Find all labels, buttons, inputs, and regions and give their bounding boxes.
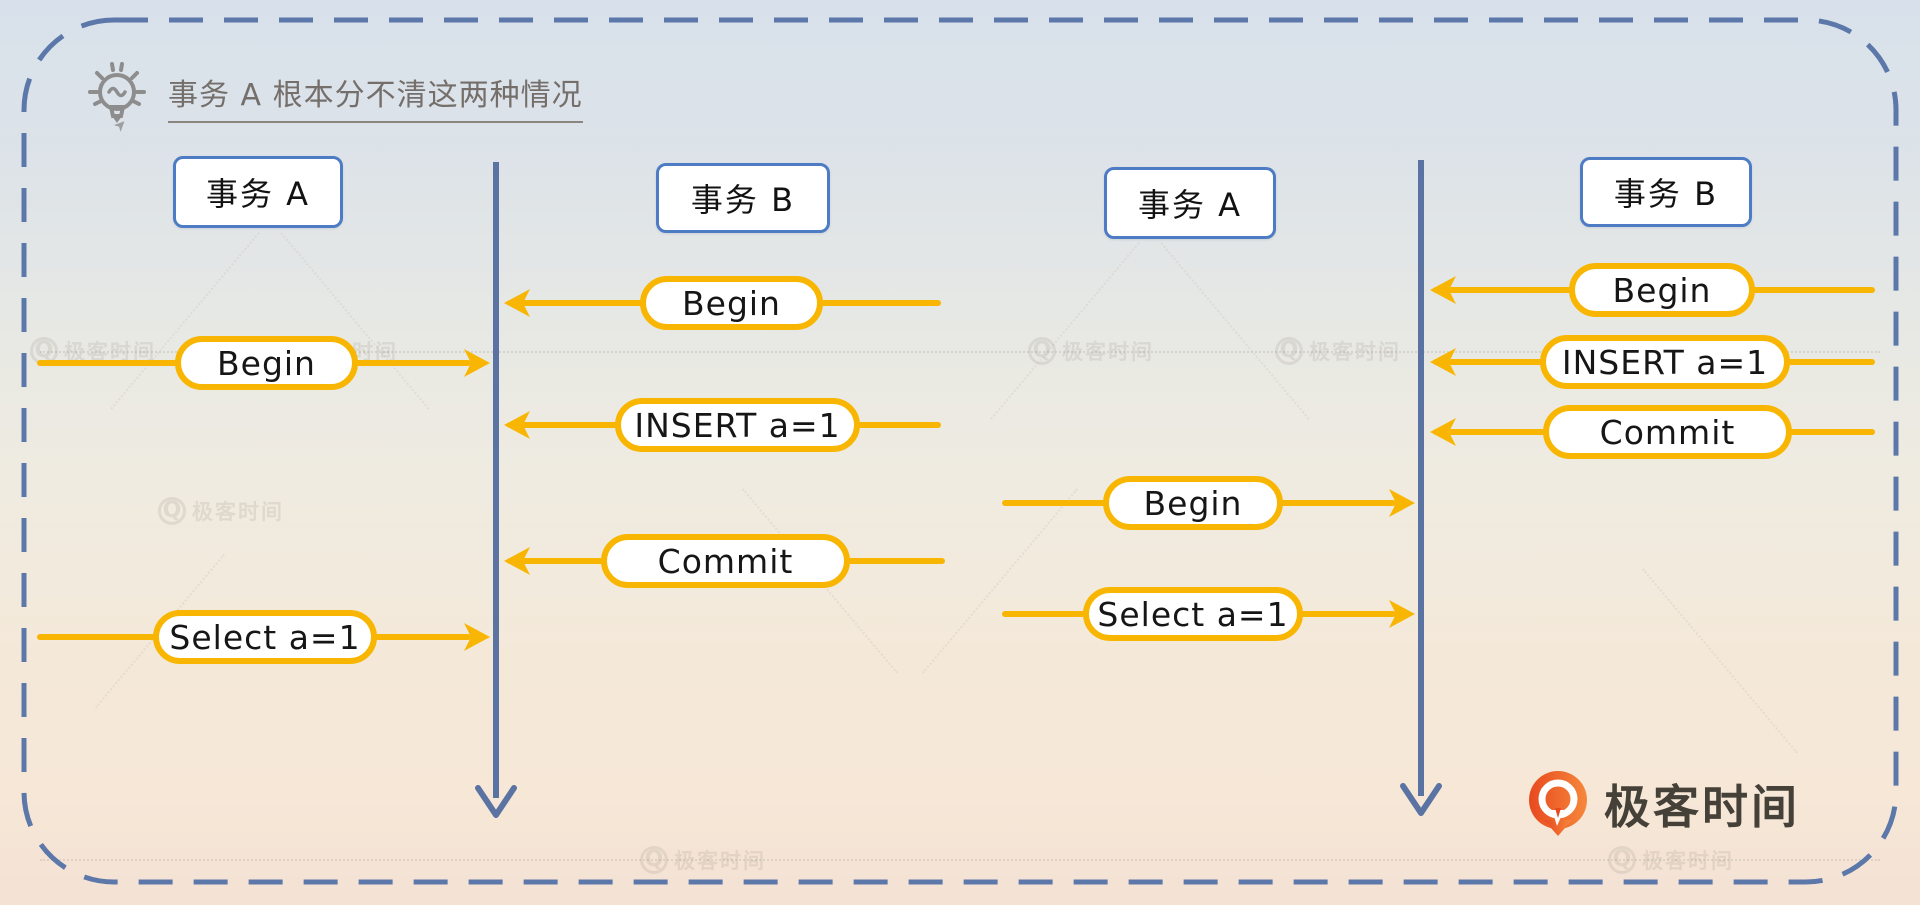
actor-box-left-b: 事务 B xyxy=(656,163,830,233)
arrow-row-right-b-begin xyxy=(1430,276,1875,304)
arrow-row-left-a-select xyxy=(37,623,490,651)
arrow-row-left-b-insert xyxy=(504,411,941,439)
watermark-dotted-line xyxy=(40,351,1880,353)
watermark-dotted-line xyxy=(40,859,1880,861)
watermark-item: Q 极客时间 xyxy=(1608,845,1734,875)
step-pill-right-b-begin: Begin xyxy=(1569,263,1755,317)
arrow-row-left-b-begin xyxy=(504,289,941,317)
step-pill-left-b-begin: Begin xyxy=(640,276,823,330)
watermark-q-icon: Q xyxy=(1608,846,1636,874)
step-pill-left-a-begin: Begin xyxy=(175,336,358,390)
arrow-row-left-a-begin xyxy=(37,349,490,377)
watermark-item: Q 极客时间 xyxy=(1275,336,1401,366)
step-pill-left-a-select: Select a=1 xyxy=(153,610,377,664)
watermark-item: Q 极客时间 xyxy=(1028,336,1154,366)
actor-box-left-a: 事务 A xyxy=(173,156,343,228)
geektime-logo: 极客时间 xyxy=(1526,770,1800,838)
title-block: 事务 A 根本分不清这两种情况 xyxy=(84,60,583,132)
timeline-right xyxy=(1400,160,1442,816)
arrow-row-right-a-select xyxy=(1002,600,1415,628)
watermark-q-icon: Q xyxy=(158,497,186,525)
step-pill-left-b-insert: INSERT a=1 xyxy=(615,398,860,452)
step-pill-left-b-commit: Commit xyxy=(601,534,850,588)
timeline-left xyxy=(475,162,517,818)
step-pill-right-b-commit: Commit xyxy=(1543,405,1792,459)
arrow-row-right-a-begin xyxy=(1002,489,1415,517)
step-pill-right-a-select: Select a=1 xyxy=(1083,587,1303,641)
watermark-q-icon: Q xyxy=(1028,337,1056,365)
arrow-row-right-b-commit xyxy=(1430,418,1875,446)
watermark-q-icon: Q xyxy=(640,846,668,874)
lightbulb-icon xyxy=(88,62,146,123)
actor-box-right-b: 事务 B xyxy=(1580,157,1752,227)
watermark-item: Q 极客时间 xyxy=(640,845,766,875)
arrow-row-left-b-commit xyxy=(504,547,945,575)
watermark-item: Q 极客时间 xyxy=(158,496,284,526)
page-title: 事务 A 根本分不清这两种情况 xyxy=(168,70,583,123)
arrow-row-right-b-insert xyxy=(1430,348,1875,376)
watermark-q-icon: Q xyxy=(1275,337,1303,365)
dashed-border xyxy=(21,17,1899,885)
geektime-logo-text: 极客时间 xyxy=(1604,780,1800,834)
geektime-logo-icon xyxy=(1529,771,1587,836)
step-pill-right-b-insert: INSERT a=1 xyxy=(1540,335,1790,389)
step-pill-right-a-begin: Begin xyxy=(1103,476,1283,530)
actor-box-right-a: 事务 A xyxy=(1104,167,1276,239)
